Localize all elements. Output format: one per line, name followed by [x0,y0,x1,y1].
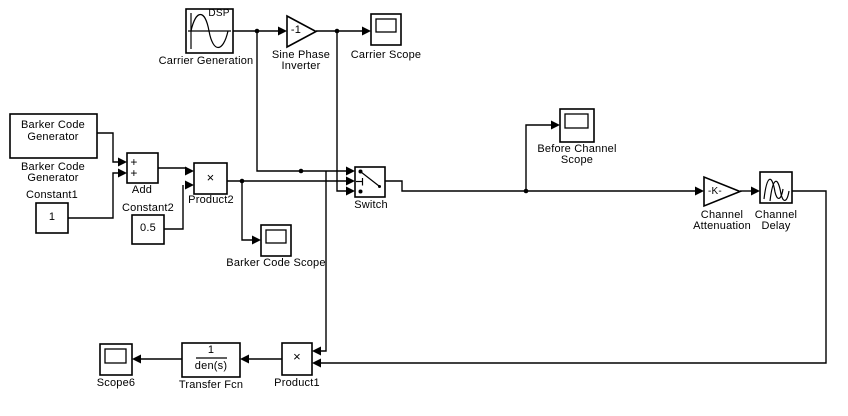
wire-barker-to-add[interactable] [97,132,127,167]
switch-block[interactable] [354,166,386,198]
carrier-generation-block[interactable] [185,8,234,54]
constant1-label: Constant1 [26,189,78,201]
before-channel-scope-block[interactable] [559,108,595,143]
transfer-fcn-numerator: 1 [207,344,215,356]
wire-attenuation-to-delay[interactable] [740,186,760,196]
wire-add-to-product2[interactable] [158,166,194,176]
wire-product2-to-barker-scope[interactable] [241,181,261,245]
wire-switch-to-attenuation[interactable] [385,180,704,196]
attenuation-gain-value: -K- [708,186,722,197]
barker-generator-label: Generator [27,172,79,184]
add-port-plus: + [130,155,138,169]
scope-screen-icon [375,18,397,33]
wire-delay-feedback-to-product1[interactable] [312,190,827,368]
inverter-gain-value: -1 [290,24,302,36]
scope-screen-icon [265,229,287,244]
carrier-scope-label: Carrier Scope [350,49,422,61]
wire-to-before-channel-scope[interactable] [525,120,560,192]
product1-operator: × [293,349,301,364]
barker-generator-text: Generator [27,131,79,143]
transfer-fcn-block[interactable] [181,342,241,378]
sine-phase-inverter-block[interactable] [286,14,318,49]
channel-delay-label: Channel [754,209,798,221]
wire-constant2-to-product2[interactable] [164,180,194,230]
add-port-plus: + [130,166,138,180]
scope6-label: Scope6 [96,377,136,389]
add-label: Add [131,184,153,196]
sine-phase-inverter-label: Sine Phase [271,49,331,61]
channel-attenuation-label: Channel [700,209,744,221]
scope6-block[interactable] [99,343,133,376]
wire-constant1-to-add[interactable] [68,168,127,219]
barker-generator-label: Barker Code [21,161,85,173]
product2-block[interactable] [193,162,228,195]
transfer-fcn-denominator: den(s) [194,360,228,372]
before-channel-scope-label: Scope [560,154,594,166]
transfer-fcn-label: Transfer Fcn [178,379,244,391]
constant2-block[interactable] [131,214,165,245]
constant2-label: Constant2 [122,202,174,214]
channel-delay-label: Delay [761,220,791,232]
switch-label: Switch [354,199,388,211]
wire-inverted-carrier-to-switch-in3[interactable] [336,31,355,196]
wire-inverter-to-carrier-scope[interactable] [316,26,371,36]
constant1-value: 1 [48,211,56,223]
wire-carrier-to-product1[interactable] [312,171,327,356]
switch-icon [356,169,381,194]
product2-label: Product2 [188,194,234,206]
wire-carrier-to-inverter[interactable] [233,26,287,36]
barker-generator-text: Barker Code [21,119,85,131]
wire-product1-to-transfer-fcn[interactable] [240,354,282,364]
add-block[interactable] [126,152,159,184]
wire-carrier-to-switch-in1[interactable] [256,31,355,176]
channel-attenuation-block[interactable] [703,175,743,208]
sine-phase-inverter-label: Inverter [281,60,321,72]
product1-label: Product1 [274,377,320,389]
carrier-generation-label: Carrier Generation [158,55,254,67]
channel-attenuation-label: Attenuation [693,220,751,232]
sine-wave-icon [188,13,231,49]
carrier-scope-block[interactable] [370,13,402,46]
scope-screen-icon [104,348,127,364]
barker-code-scope-label: Barker Code Scope [226,257,326,269]
channel-delay-block[interactable] [759,171,793,204]
barker-code-scope-block[interactable] [260,224,292,257]
product1-block[interactable] [281,342,313,376]
delay-waveform-icon [763,178,790,202]
barker-code-generator-block[interactable] [9,113,98,159]
constant1-block[interactable] [35,202,69,234]
constant2-value: 0.5 [140,222,156,234]
dsp-icon-label: DSP [208,8,230,19]
before-channel-scope-label: Before Channel [537,143,617,155]
wire-transfer-fcn-to-scope6[interactable] [132,354,182,364]
wire-product2-to-switch-in2[interactable] [227,176,355,186]
scope-screen-icon [564,113,589,129]
product2-operator: × [206,170,215,185]
